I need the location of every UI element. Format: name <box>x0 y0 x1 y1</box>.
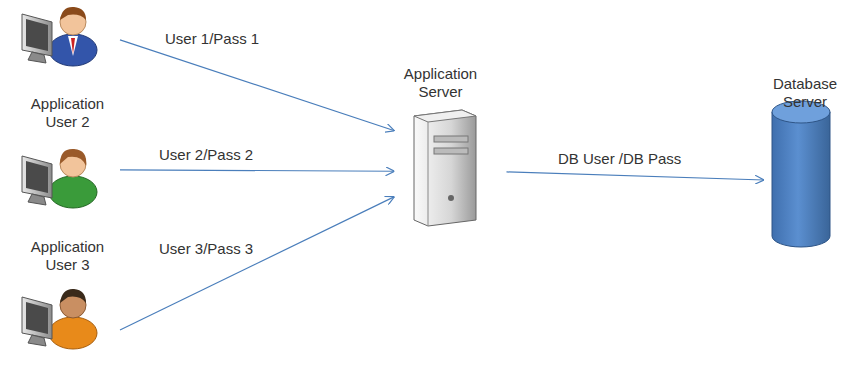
user-icon <box>22 149 97 208</box>
database-node: Database Server <box>766 75 844 250</box>
server-node: Application Server <box>397 65 485 227</box>
credential-label: User 1/Pass 1 <box>163 30 261 48</box>
node-label: Application User 3 <box>26 238 110 274</box>
user-node <box>15 2 120 64</box>
credential-label: User 2/Pass 2 <box>157 146 255 164</box>
node-label: Application Server <box>399 65 483 101</box>
connector-arrow <box>120 170 395 171</box>
credential-label: User 3/Pass 3 <box>157 240 255 258</box>
user-icon <box>22 289 97 349</box>
credential-label: DB User /DB Pass <box>556 150 683 168</box>
user-node: Application User 2 <box>15 95 120 205</box>
connector-arrow <box>120 197 395 330</box>
server-icon <box>414 110 476 226</box>
database-icon <box>772 101 830 247</box>
node-label: Database Server <box>768 75 842 111</box>
user-node: Application User 3 <box>15 238 120 348</box>
connector-arrow <box>507 172 765 180</box>
node-label: Application User 2 <box>26 95 110 131</box>
user-icon <box>22 7 97 66</box>
connector-arrow <box>120 40 395 131</box>
